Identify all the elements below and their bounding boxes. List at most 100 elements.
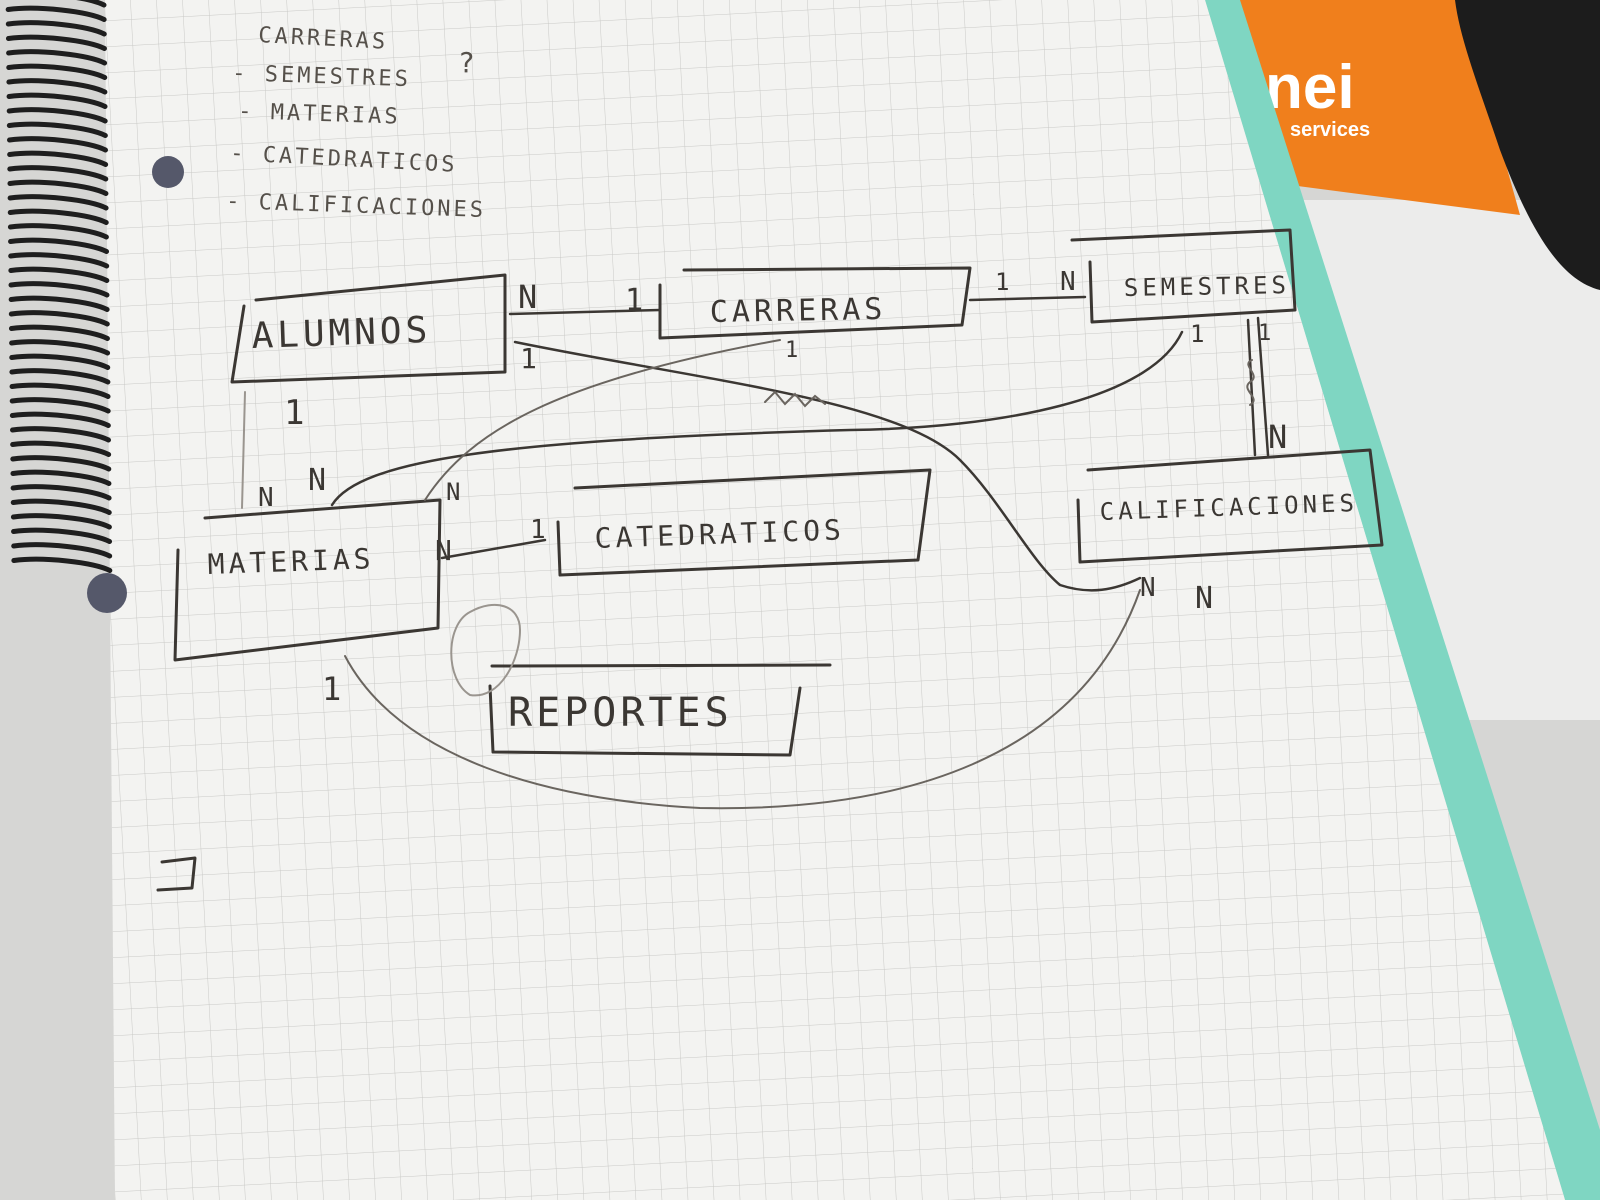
card-alumnos-bottom-1: 1: [284, 393, 308, 433]
spiral-loop: [6, 63, 108, 80]
spiral-loop: [6, 107, 108, 124]
spiral-loop: [11, 542, 113, 559]
entity-reportes-box: [488, 663, 832, 757]
spiral-loop: [11, 556, 113, 573]
spiral-loop: [7, 136, 108, 153]
entity-semestres-box: [1070, 228, 1297, 324]
entity-catedraticos-box: [556, 468, 932, 577]
spiral-loop: [11, 527, 113, 544]
notebook-tab: [1205, 0, 1600, 1200]
spiral-loop: [8, 237, 110, 254]
spiral-loop: [9, 353, 111, 370]
loop-materias-reportes: [450, 603, 522, 697]
spiral-loop: [5, 34, 107, 51]
spiral-loop: [8, 266, 110, 283]
card-carreras-semestres-1: 1: [995, 268, 1013, 296]
line-alumnos-calificaciones: [513, 340, 1142, 592]
entity-carreras: CARRERAS: [658, 266, 972, 340]
spiral-loop: [7, 165, 109, 182]
list-item-semestres: - SEMESTRES: [232, 61, 411, 92]
card-alumnos-carreras-1: 1: [625, 283, 647, 318]
card-materias-catedraticos-1: 1: [530, 515, 550, 545]
spiral-loop: [5, 20, 107, 37]
entity-alumnos-label: ALUMNOS: [251, 310, 432, 357]
entity-semestres-label: SEMESTRES: [1124, 271, 1291, 302]
spiral-binding: [5, 0, 113, 573]
spiral-loop: [10, 455, 112, 472]
spiral-loop: [10, 484, 112, 501]
spiral-loop: [5, 5, 107, 22]
entity-alumnos-box: [230, 273, 507, 384]
list-item-materias: - MATERIAS: [238, 99, 401, 130]
spiral-loop: [6, 78, 108, 95]
card-calificaciones-bottom-n2: N: [1195, 581, 1217, 616]
brand-card: nei services: [1230, 0, 1520, 215]
scribble-mark: [764, 390, 826, 408]
scribble-mark-semestres: [1246, 359, 1255, 406]
entity-materias-box: [173, 498, 442, 662]
spiral-loop: [9, 382, 111, 399]
spiral-loop: [9, 339, 111, 356]
card-alumnos-materias-n: N: [258, 483, 278, 513]
line-materias-carreras: [424, 339, 781, 501]
cardinality-labels: N 1 1 N 1 1 N N N N 1 1 1 1 N N N 1: [258, 267, 1291, 708]
line-materias-semestres: [330, 330, 1184, 507]
spiral-loop: [9, 368, 111, 385]
dark-object: [1455, 0, 1600, 290]
spiral-loop: [8, 281, 110, 298]
card-calificaciones-bottom-n: N: [1140, 573, 1160, 603]
punch-hole-top: [152, 156, 184, 188]
brand-card-shape: [1230, 0, 1520, 215]
punch-hole-bottom: [87, 573, 127, 613]
line-carreras-semestres: [968, 295, 1087, 302]
card-semestres-below-1: 1: [1190, 320, 1208, 348]
line-materias-calificaciones: [344, 589, 1141, 810]
entity-carreras-label: CARRERAS: [710, 292, 887, 330]
card-materias-catedraticos-n: N: [435, 534, 456, 567]
card-materias-top-n2: N: [446, 478, 464, 506]
entity-catedraticos: CATEDRATICOS: [556, 468, 932, 577]
entity-calificaciones-box: [1076, 448, 1384, 564]
line-materias-catedraticos: [440, 538, 547, 560]
brand-card-logo: nei: [1265, 53, 1355, 122]
card-carreras-semestres-n: N: [1060, 267, 1080, 297]
spiral-loop: [10, 426, 111, 443]
line-semestres-calificaciones: [1246, 316, 1270, 457]
entity-materias: MATERIAS: [173, 498, 442, 662]
spiral-loop: [75, 0, 107, 8]
spiral-loop: [9, 397, 111, 414]
entity-materias-label: MATERIAS: [207, 542, 375, 581]
spiral-loop: [10, 440, 112, 457]
spiral-loop: [8, 295, 110, 312]
card-alumnos-carreras-n: N: [518, 278, 541, 316]
relationship-lines: [156, 295, 1270, 892]
spiral-loop: [7, 223, 109, 240]
corner-mark: [156, 856, 197, 892]
card-carreras-below-1: 1: [785, 338, 802, 363]
entity-reportes: REPORTES: [488, 663, 832, 757]
spiral-loop: [7, 150, 109, 167]
spiral-loop: [8, 324, 110, 341]
entity-alumnos: ALUMNOS: [230, 273, 507, 384]
entity-carreras-box: [658, 266, 972, 340]
line-alumnos-materias: [241, 391, 246, 509]
card-calificaciones-top-n: N: [1268, 418, 1291, 456]
spiral-loop: [6, 49, 108, 66]
spiral-loop: [10, 513, 112, 530]
spiral-loop: [6, 121, 108, 138]
spiral-loop: [7, 194, 109, 211]
spiral-loop: [8, 252, 110, 269]
spiral-loop: [6, 92, 108, 109]
spiral-loop: [10, 498, 112, 515]
spiral-loop: [10, 469, 112, 486]
entity-semestres: SEMESTRES: [1070, 228, 1297, 324]
card-semestres-below-1b: 1: [1258, 321, 1275, 346]
entity-reportes-label: REPORTES: [508, 690, 733, 736]
line-alumnos-carreras: [508, 308, 662, 316]
spiral-loop: [8, 310, 110, 327]
list-question-mark: ?: [458, 46, 478, 79]
card-materias-bottom-1: 1: [322, 670, 345, 708]
spiral-loop: [9, 411, 111, 428]
